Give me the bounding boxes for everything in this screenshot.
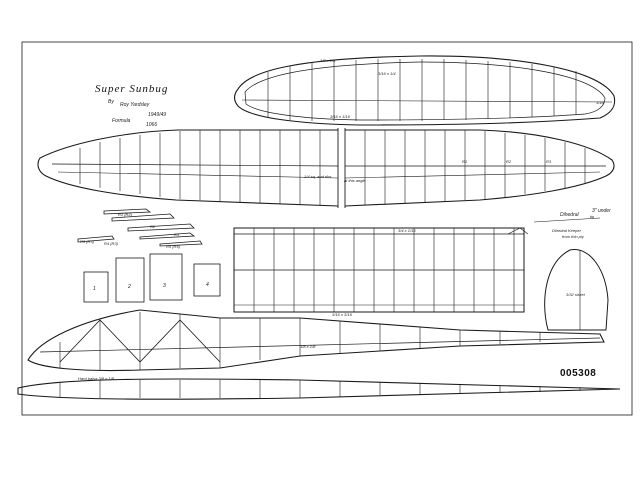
dihedral-notes: Dihedral 3" under tip Dihedral Keeper fr… bbox=[507, 208, 611, 239]
tailplane-ribs bbox=[267, 59, 577, 121]
fuselage-side-drawing: 1/8 x 1/8 Hard balsa 3/8 x 1/8 bbox=[27, 309, 605, 381]
plan-designer: Roy Yardsley bbox=[120, 102, 150, 108]
fuselage-note: 1/8 x 1/8 bbox=[300, 344, 316, 349]
title-block: Super Sunbug By Roy Yardsley 1949/49 For… bbox=[95, 83, 168, 128]
dihedral-1-tip: tip bbox=[590, 214, 595, 219]
hard-balsa-note: Hard balsa 3/8 x 1/8 bbox=[78, 376, 115, 381]
former-3-outline bbox=[149, 253, 183, 301]
plan-year: 1949/49 bbox=[148, 112, 166, 118]
centre-panel-drawing: 3/4 x 1/16 3/16 x 3/16 bbox=[233, 227, 525, 317]
rib-label-d: R3 (R3) bbox=[80, 239, 95, 244]
fin-drawing: 3/32 sheet bbox=[544, 249, 609, 331]
dihedral-1-value: 3" under bbox=[592, 208, 611, 214]
wing-angle-note-1: 1/4 sq. and ribs bbox=[304, 174, 331, 179]
formula-label: Formula bbox=[112, 118, 131, 124]
tail-tip-note: 1/16 bbox=[596, 100, 605, 105]
rib-templates: R1 (R2) R2 R3 R3 (R3) R4 (R3) R5 (R5) bbox=[77, 208, 203, 249]
formula-value: 1066 bbox=[146, 122, 157, 128]
wing-rib-r2: R2 bbox=[506, 159, 512, 164]
rib-label-a: R1 (R2) bbox=[118, 212, 133, 217]
fin-note: 3/32 sheet bbox=[566, 292, 586, 297]
wing-right-ribs bbox=[364, 130, 586, 205]
former-1-outline bbox=[83, 271, 109, 303]
tailplane-drawing: 1/8 x 1/8 3/16 x 1/4 3/16 x 1/16 1/16 bbox=[234, 55, 616, 126]
centre-te-note: 3/16 x 3/16 bbox=[332, 312, 353, 317]
fuselage-formers: 1 2 3 4 bbox=[83, 253, 221, 303]
tail-le-note: 3/16 x 1/4 bbox=[378, 71, 396, 76]
dihedral-2-label: Dihedral Keeper bbox=[552, 228, 582, 233]
rib-label-b: R2 bbox=[150, 224, 156, 229]
rib-label-c: R3 bbox=[174, 232, 180, 237]
centre-spar-note: 3/4 x 1/16 bbox=[398, 228, 416, 233]
dihedral-2-sub: from thin ply bbox=[562, 234, 585, 239]
plan-by: By bbox=[108, 99, 114, 105]
former-4-outline bbox=[193, 263, 221, 297]
dihedral-1-label: Dihedral bbox=[560, 212, 580, 218]
former-1-label: 1 bbox=[93, 286, 96, 292]
wing-rib-r3: R3 bbox=[546, 159, 552, 164]
tail-te-note: 3/16 x 1/16 bbox=[330, 114, 351, 119]
fuselage-plan-drawing bbox=[17, 378, 621, 400]
former-4-label: 4 bbox=[206, 282, 209, 288]
plan-title: Super Sunbug bbox=[95, 83, 168, 95]
rib-label-f: R5 (R5) bbox=[166, 244, 181, 249]
wing-left-ribs bbox=[79, 130, 321, 205]
plan-border bbox=[21, 41, 633, 416]
former-2-outline bbox=[115, 257, 145, 303]
former-2-label: 2 bbox=[127, 284, 131, 290]
tail-spar-note: 1/8 x 1/8 bbox=[320, 58, 336, 63]
wing-angle-note-2: at this angle bbox=[344, 178, 366, 183]
wing-rib-r1: R1 bbox=[462, 159, 467, 164]
plan-number: 005308 bbox=[560, 368, 596, 379]
former-3-label: 3 bbox=[163, 283, 166, 289]
main-wing-drawing: 1/4 sq. and ribs at this angle R1 R2 R3 bbox=[37, 128, 615, 208]
rib-label-e: R4 (R3) bbox=[104, 241, 119, 246]
